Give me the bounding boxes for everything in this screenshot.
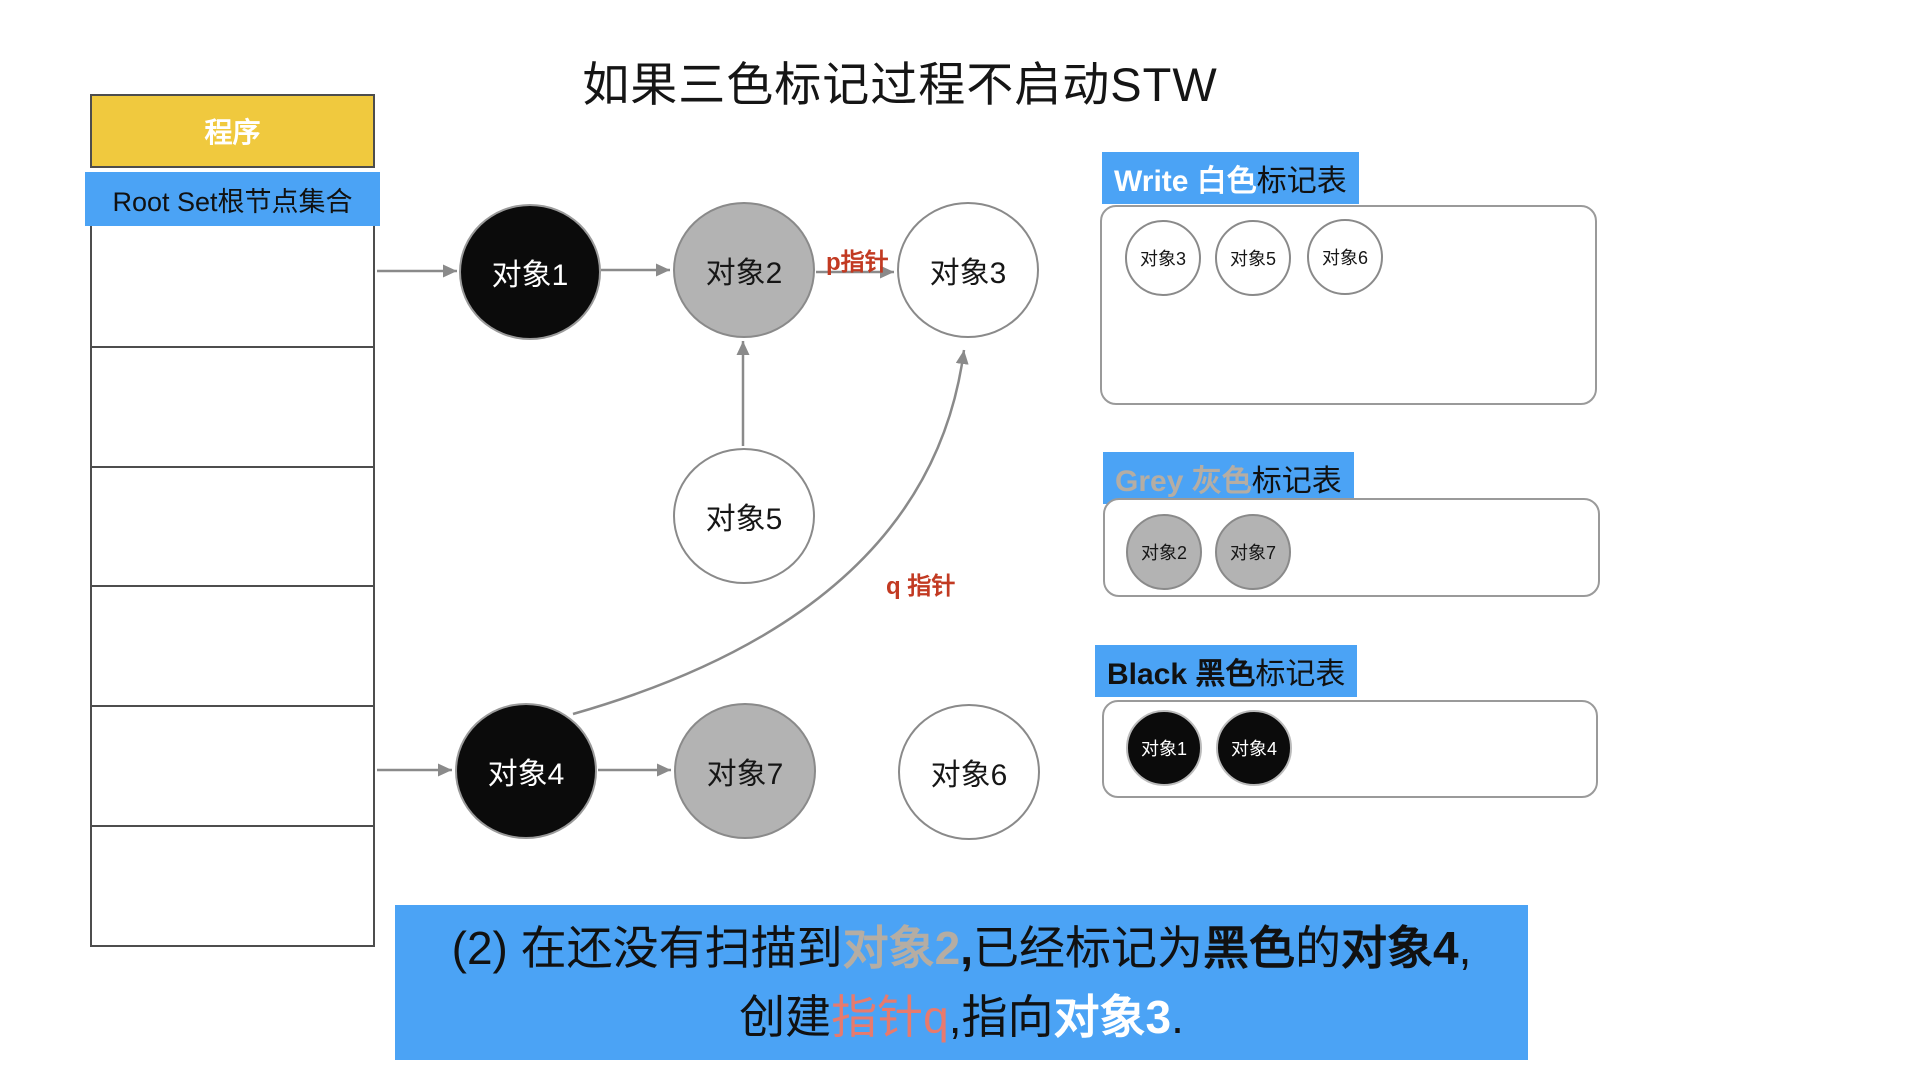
write-table-item: 对象3 [1125,220,1201,296]
node-obj6: 对象6 [898,704,1040,840]
black-table-header: Black 黑色标记表 [1095,645,1358,697]
program-table-row [92,824,373,945]
arrow-q-obj4-to-obj3 [572,349,969,716]
program-table-row [92,705,373,825]
root-set-label: Root Set根节点集合 [112,186,353,217]
grey-table-item: 对象7 [1215,514,1291,590]
node-obj3: 对象3 [897,202,1039,338]
write-table-title-en: Write 白色 [1114,165,1257,198]
caption-segment: 已经标记为 [973,922,1203,975]
node-obj1: 对象1 [459,204,601,340]
write-table-header: Write 白色标记表 [1102,152,1359,204]
caption-segment: 指针q [831,990,949,1043]
program-table-row [92,345,373,466]
caption-segment: 对象3 [1053,990,1172,1043]
node-obj2-label: 对象2 [705,257,783,290]
node-obj4: 对象4 [455,703,597,839]
write-table-title-cn: 标记表 [1256,165,1347,198]
caption-segment: 对象4 [1341,922,1459,975]
node-obj7-label: 对象7 [706,758,784,791]
caption-line-1: (2) 在还没有扫描到对象2,已经标记为黑色的对象4, [452,914,1472,982]
grey-table-item: 对象2 [1126,514,1202,590]
q-pointer-label: q 指针 [886,573,956,600]
caption-segment: , [1458,922,1472,975]
program-table-row [92,585,373,705]
black-table-item: 对象4 [1216,710,1292,786]
black-table-item: 对象1 [1126,710,1202,786]
caption-segment: 的 [1295,922,1341,975]
caption-segment: , [960,922,973,975]
node-obj3-label: 对象3 [929,257,1007,290]
node-obj5: 对象5 [673,448,815,584]
caption-segment: 创建 [739,990,832,1043]
root-set-bar: Root Set根节点集合 [85,172,380,226]
caption-segment: . [1171,990,1184,1043]
page-title: 如果三色标记过程不启动STW [582,58,1218,111]
p-pointer-label: p指针 [826,249,889,276]
caption-segment: 黑色 [1203,922,1295,975]
grey-table-title-cn: 标记表 [1251,465,1342,498]
program-table-row [92,465,373,586]
node-obj6-label: 对象6 [930,759,1008,792]
program-table-row [92,226,373,346]
caption-line-2: 创建指针q,指向对象3. [739,983,1184,1051]
program-table-header-label: 程序 [204,117,261,148]
caption-segment: 指向 [961,990,1054,1043]
grey-table-title-en: Grey 灰色 [1115,465,1252,498]
node-obj7: 对象7 [674,703,816,839]
node-obj1-label: 对象1 [491,259,569,292]
program-table-header: 程序 [90,94,375,168]
program-table-body [90,226,375,947]
caption-banner: (2) 在还没有扫描到对象2,已经标记为黑色的对象4, 创建指针q,指向对象3. [395,905,1528,1060]
black-table-title-en: Black 黑色 [1107,658,1256,691]
node-obj2: 对象2 [673,202,815,338]
write-table-item: 对象5 [1215,220,1291,296]
black-table-title-cn: 标记表 [1255,658,1346,691]
node-obj5-label: 对象5 [705,503,783,536]
grey-table-header: Grey 灰色标记表 [1103,452,1354,504]
node-obj4-label: 对象4 [487,758,565,791]
caption-segment: 对象2 [842,922,961,975]
write-table-item: 对象6 [1307,219,1383,295]
caption-segment: (2) 在还没有扫描到 [451,922,843,975]
caption-segment: , [948,990,962,1043]
